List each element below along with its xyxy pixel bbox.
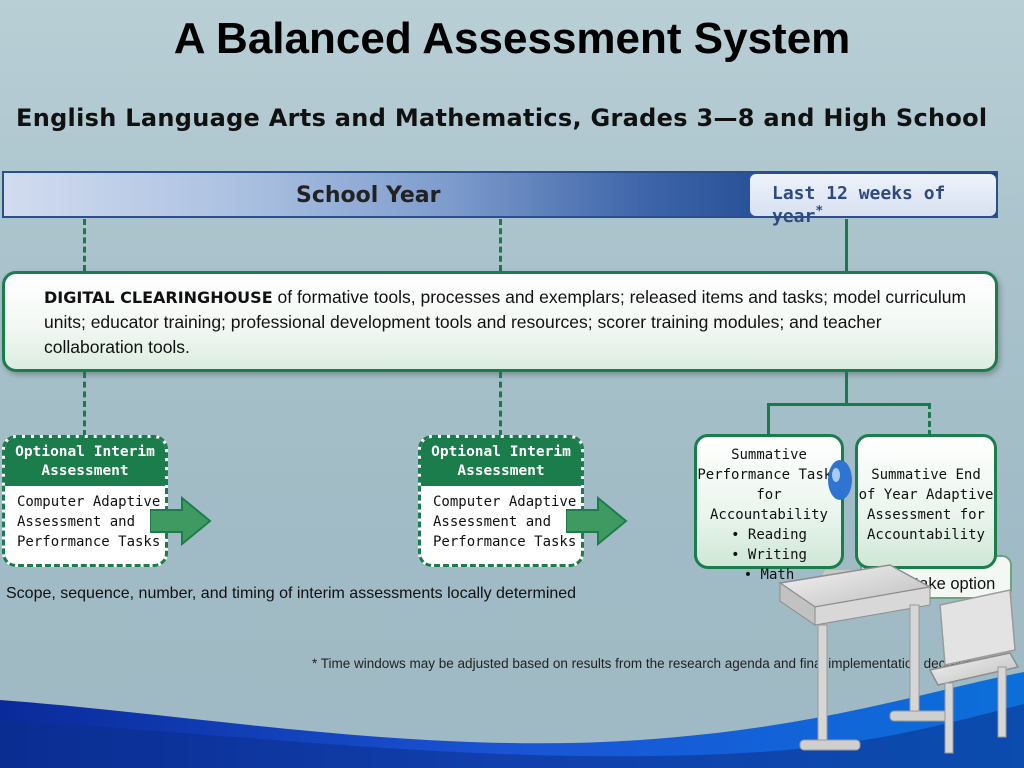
slide-title: A Balanced Assessment System [173,14,851,63]
school-year-label: School Year [296,183,441,208]
interim-assessment-box: Optional Interim Assessment Computer Ada… [418,435,584,567]
interim-body-line: Performance Tasks [433,534,577,550]
school-desk-icon [778,460,1020,754]
interim-body-line: Performance Tasks [17,534,161,550]
connector-line-2 [499,219,502,271]
subject-item-reading: • Reading [731,527,807,543]
clearinghouse-text: DIGITAL CLEARINGHOUSE of formative tools… [44,285,974,360]
last-weeks-text: Last 12 weeks of year [772,183,946,227]
summative-end-line: Summative End [871,467,981,483]
interim-title-line: Optional Interim [431,444,571,460]
interim-title-line: Optional Interim [15,444,155,460]
summative-performance-line: Summative [731,447,807,463]
decorative-wave [0,672,1024,768]
interim-assessment-header: Optional Interim Assessment [421,438,581,486]
interim-body-line: Computer Adaptive [17,494,161,510]
last-weeks-asterisk: * [815,204,824,219]
connector-line-1 [83,219,86,271]
interim-assessment-box: Optional Interim Assessment Computer Ada… [2,435,168,567]
connector-line-7 [767,403,930,406]
digital-clearinghouse-box [2,271,998,372]
last-weeks-label: Last 12 weeks of year* [750,174,996,227]
subject-item-writing: • Writing [731,547,807,563]
interim-body-line: Assessment and [433,514,552,530]
interim-assessment-header: Optional Interim Assessment [5,438,165,486]
clearinghouse-description: of formative tools, processes and exempl… [44,287,967,357]
subject-item-math: • Math [743,567,795,583]
scope-note: Scope, sequence, number, and timing of i… [6,585,577,602]
summative-end-line: Assessment for [866,507,985,523]
summative-end-of-year-box: Summative End of Year Adaptive Assessmen… [855,434,997,569]
interim-body-line: Assessment and [17,514,136,530]
connector-line-4 [83,372,86,436]
clearinghouse-heading: DIGITAL CLEARINGHOUSE [44,288,273,307]
connector-line-9 [928,403,931,436]
interim-title-line: Assessment [457,463,545,479]
slide-subtitle: English Language Arts and Mathematics, G… [16,104,988,132]
interim-assessment-body: Computer Adaptive Assessment and Perform… [5,486,165,552]
summative-end-line: of Year Adaptive [858,487,994,503]
summative-end-line: Accountability [866,527,985,543]
connector-line-3 [845,219,848,271]
connector-line-8 [767,403,770,436]
interim-body-line: Computer Adaptive [433,494,577,510]
summative-performance-line: for Accountability [709,487,828,523]
connector-line-6 [845,372,848,405]
connector-line-5 [499,372,502,436]
footnote: * Time windows may be adjusted based on … [312,656,984,671]
interim-assessment-body: Computer Adaptive Assessment and Perform… [421,486,581,552]
right-arrow-icon [566,496,628,546]
summative-performance-box: Summative Performance Tasks for Accounta… [694,434,844,583]
summative-performance-line: Performance Tasks [697,467,841,483]
right-arrow-icon [150,496,212,546]
interim-title-line: Assessment [41,463,129,479]
